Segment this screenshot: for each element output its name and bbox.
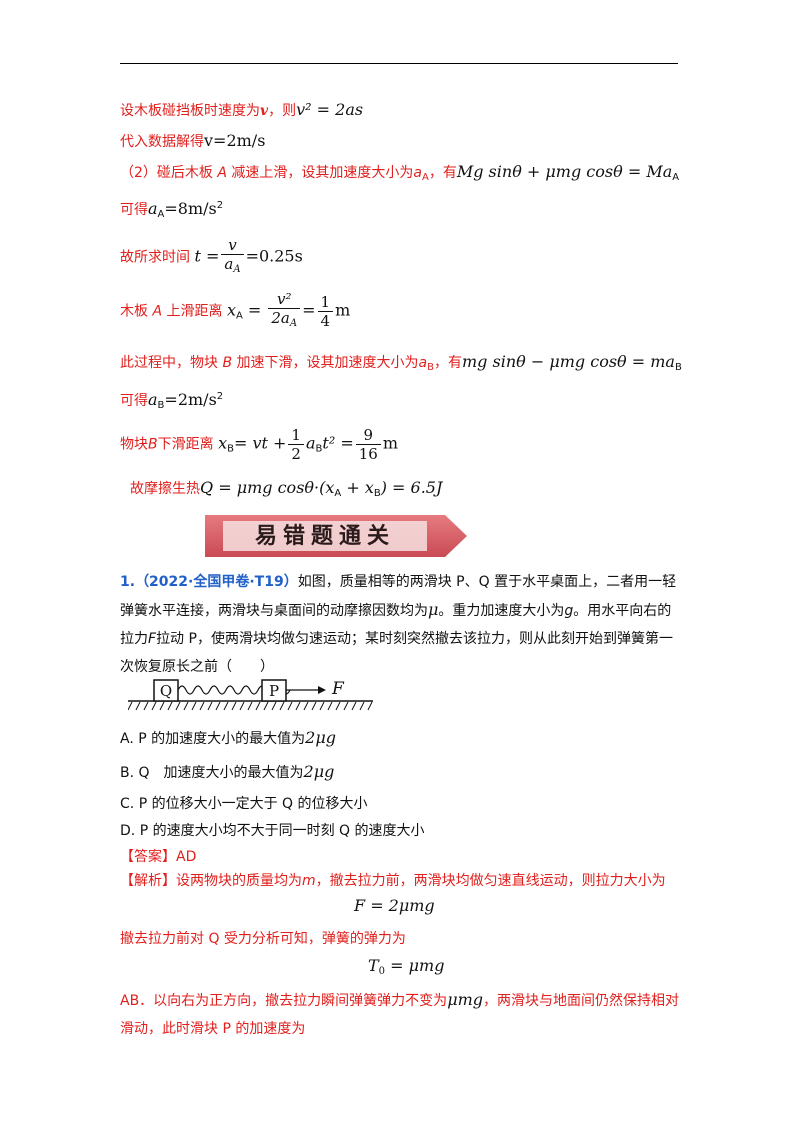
analysis-line-2: 撤去拉力前对 Q 受力分析可知，弹簧的弹力为: [120, 931, 406, 947]
option-a: A. P 的加速度大小的最大值为2μg: [120, 728, 336, 747]
var-a: a: [418, 355, 428, 371]
header-rule: [120, 63, 678, 64]
sub: A: [422, 172, 429, 183]
sub: A: [157, 209, 165, 220]
text: 可得: [120, 393, 148, 409]
solution-line-1: 设木板碰挡板时速度为v，则v² = 2as: [120, 100, 363, 120]
text: 木板: [120, 303, 148, 320]
block-q: [153, 679, 179, 702]
option-d: D. P 的速度大小均不大于同一时刻 Q 的速度大小: [120, 823, 425, 839]
equation-1: F = 2μmg: [354, 896, 435, 915]
solution-line-8: 可得aB=2m/s2: [120, 390, 224, 411]
solution-line-7: 此过程中，物块 B 加速下滑，设其加速度大小为aB，有mg sinθ − μmg…: [120, 352, 682, 373]
sub: A: [672, 172, 680, 183]
text: ，有: [428, 165, 457, 181]
solution-line-10: 故摩擦生热Q = μmg cosθ·(xA + xB) = 6.5J: [130, 478, 443, 499]
block-p-label: P: [269, 682, 279, 700]
formula: v=2m/s: [204, 131, 266, 150]
arrow-head-icon: [318, 686, 326, 694]
text: 故所求时间: [120, 249, 190, 266]
text: 代入数据解得: [120, 134, 204, 150]
text: 加速下滑，设其加速度大小为: [236, 355, 419, 371]
var-B: B: [222, 355, 233, 371]
formula: v² = 2as: [296, 100, 364, 119]
formula: a: [148, 390, 158, 409]
text: ，则: [268, 103, 297, 119]
section-banner: 易错题通关: [205, 515, 467, 557]
option-c: C. P 的位移大小一定大于 Q 的位移大小: [120, 796, 368, 812]
formula: Mg sinθ + μmg cosθ = Ma: [456, 162, 673, 181]
text: 物块: [120, 436, 148, 453]
text: （2）碰后木板: [120, 165, 213, 181]
text: 上滑距离: [166, 303, 223, 320]
block-q-label: Q: [160, 682, 172, 700]
force-label: F: [331, 679, 345, 699]
formula: t =: [194, 246, 220, 266]
question-source: （2022·全国甲卷·T19）: [135, 574, 298, 590]
banner-title: 易错题通关: [254, 523, 395, 549]
question-number: 1.: [120, 574, 136, 590]
equation-2: T0 = μmg: [368, 956, 445, 977]
value: =8m/s: [164, 199, 217, 218]
var-A: A: [217, 165, 227, 181]
formula: mg sinθ − μmg cosθ = ma: [461, 352, 675, 371]
value: =2m/s: [164, 390, 217, 409]
analysis-line-1: 【解析】设两物块的质量均为m，撤去拉力前，两滑块均做匀速直线运动，则拉力大小为: [120, 873, 666, 889]
spring-blocks-figure: Q P F: [128, 679, 373, 711]
formula: Q = μmg cosθ·(x: [200, 478, 335, 497]
text: 故摩擦生热: [130, 481, 200, 497]
sup: 2: [216, 200, 224, 211]
var-a: a: [413, 165, 422, 181]
answer: 【答案】AD: [120, 849, 197, 865]
text: 此过程中，物块: [120, 355, 218, 371]
option-b: B. Q 加速度大小的最大值为2μg: [120, 762, 335, 781]
var-A: A: [152, 303, 163, 320]
solution-line-3: （2）碰后木板 A 减速上滑，设其加速度大小为aA，有Mg sinθ + μmg…: [120, 162, 679, 183]
question-stem: 1.（2022·全国甲卷·T19）如图，质量相等的两滑块 P、Q 置于水平桌面上…: [120, 574, 677, 675]
text: ，有: [433, 355, 462, 371]
value: =0.25s: [245, 246, 303, 266]
var-x: x: [226, 300, 236, 320]
formula: a: [148, 199, 158, 218]
text: 减速上滑，设其加速度大小为: [231, 165, 414, 181]
var-v: v: [260, 103, 269, 119]
text: 下滑距离: [157, 436, 214, 453]
text: 设木板碰挡板时速度为: [120, 103, 260, 119]
text: 可得: [120, 202, 148, 218]
var-B: B: [148, 436, 158, 453]
banner-shape: [205, 515, 467, 557]
analysis-line-3: AB．以向右为正方向，撤去拉力瞬间弹簧弹力不变为μmg，两滑块与地面间仍然保持相…: [120, 990, 679, 1037]
solution-line-2: 代入数据解得v=2m/s: [120, 131, 265, 151]
solution-line-4: 可得aA=8m/s2: [120, 199, 223, 220]
